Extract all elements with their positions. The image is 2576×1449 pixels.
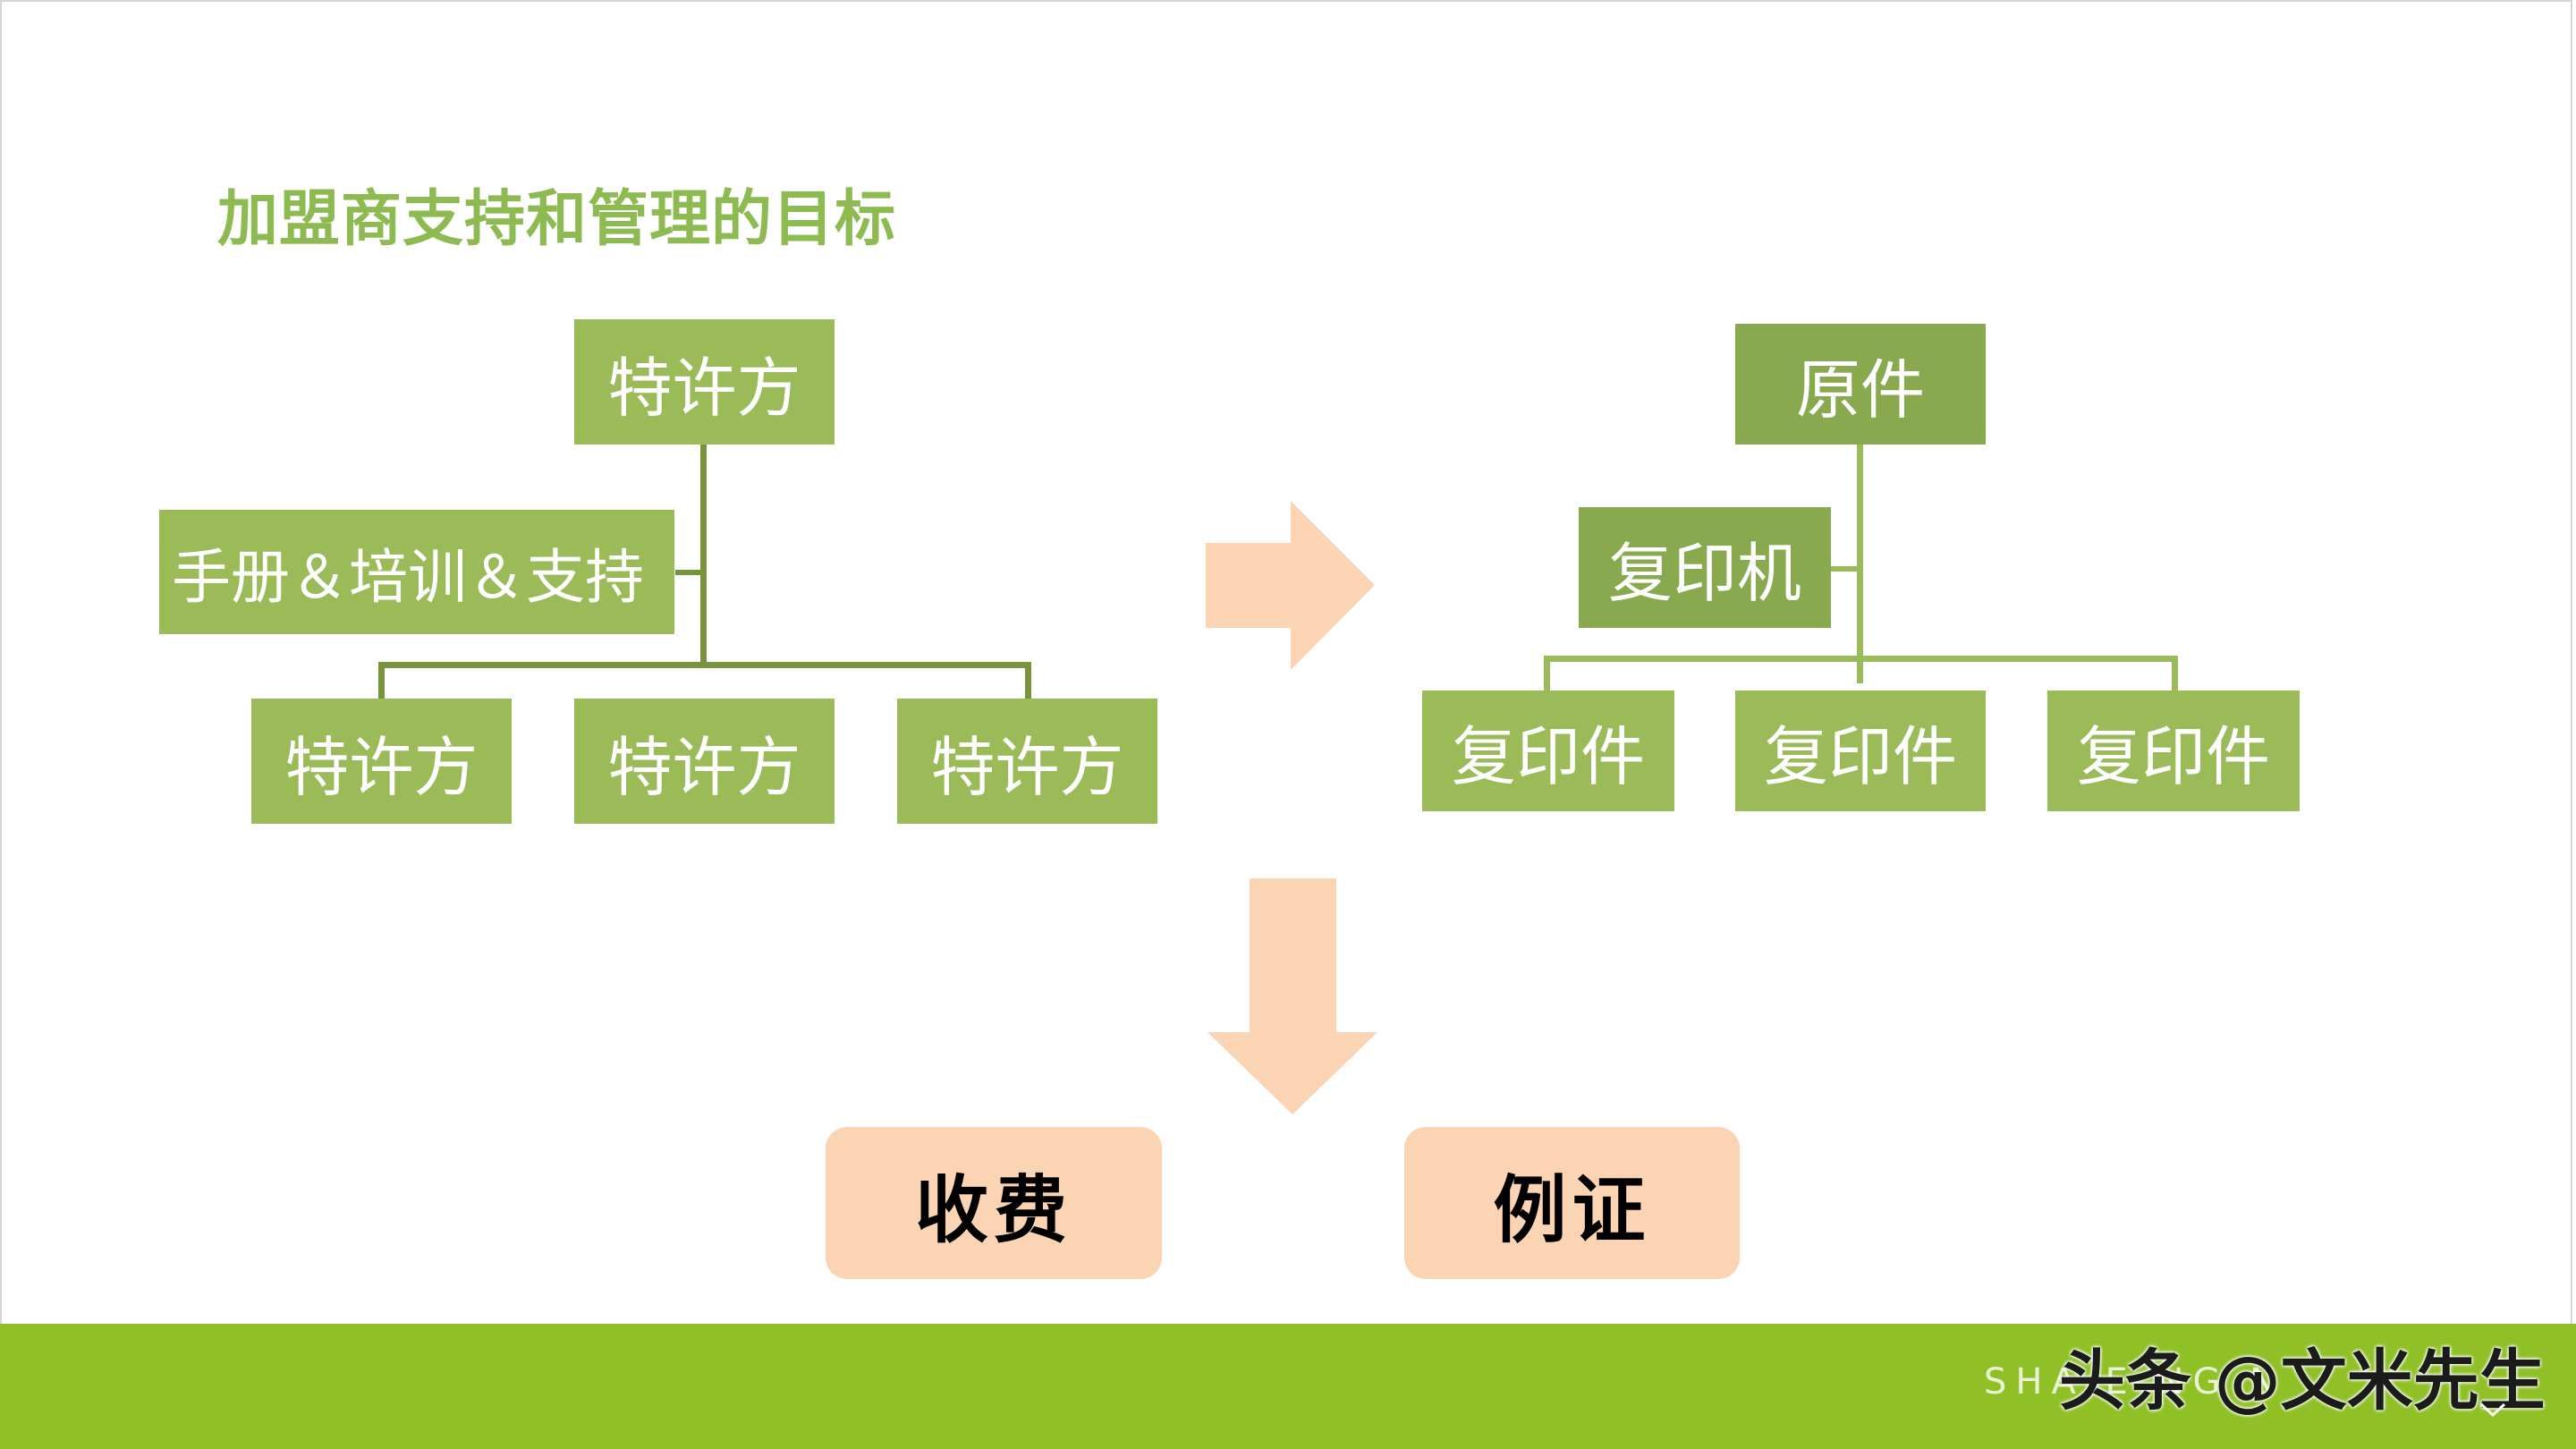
left-drop-1	[378, 662, 385, 699]
left-assistant-box: 手册＆培训＆支持	[159, 510, 674, 634]
right-assistant-connector	[1830, 566, 1859, 572]
left-trunk-connector	[700, 444, 707, 664]
left-root-box: 特许方	[574, 319, 835, 445]
right-trunk-connector	[1857, 444, 1863, 683]
right-child-box-2: 复印件	[1735, 691, 1986, 811]
right-child-box-1: 复印件	[1422, 691, 1674, 811]
right-child-box-3: 复印件	[2047, 691, 2300, 811]
slide-title: 加盟商支持和管理的目标	[217, 184, 897, 255]
left-assistant-connector	[675, 570, 702, 575]
watermark: 头条 @文米先生	[2059, 1343, 2546, 1419]
right-drop-3	[2172, 656, 2178, 691]
left-child-box-1: 特许方	[251, 699, 512, 824]
right-drop-1	[1544, 656, 1550, 691]
outcome-example: 例证	[1404, 1127, 1740, 1279]
right-assistant-box: 复印机	[1579, 507, 1831, 628]
outcome-fee: 收费	[826, 1127, 1162, 1279]
down-arrow-icon	[1208, 878, 1377, 1114]
left-drop-3	[1025, 662, 1031, 699]
right-branch-connector	[1544, 656, 2178, 662]
left-child-box-2: 特许方	[574, 699, 835, 824]
right-arrow-icon	[1206, 501, 1375, 670]
left-branch-connector	[378, 662, 1031, 668]
left-child-box-3: 特许方	[897, 699, 1157, 824]
right-root-box: 原件	[1735, 324, 1986, 445]
footer-text: SHA E NG N	[1984, 1361, 2286, 1402]
footer-bar	[0, 1324, 2576, 1449]
check-icon	[2479, 1402, 2506, 1418]
